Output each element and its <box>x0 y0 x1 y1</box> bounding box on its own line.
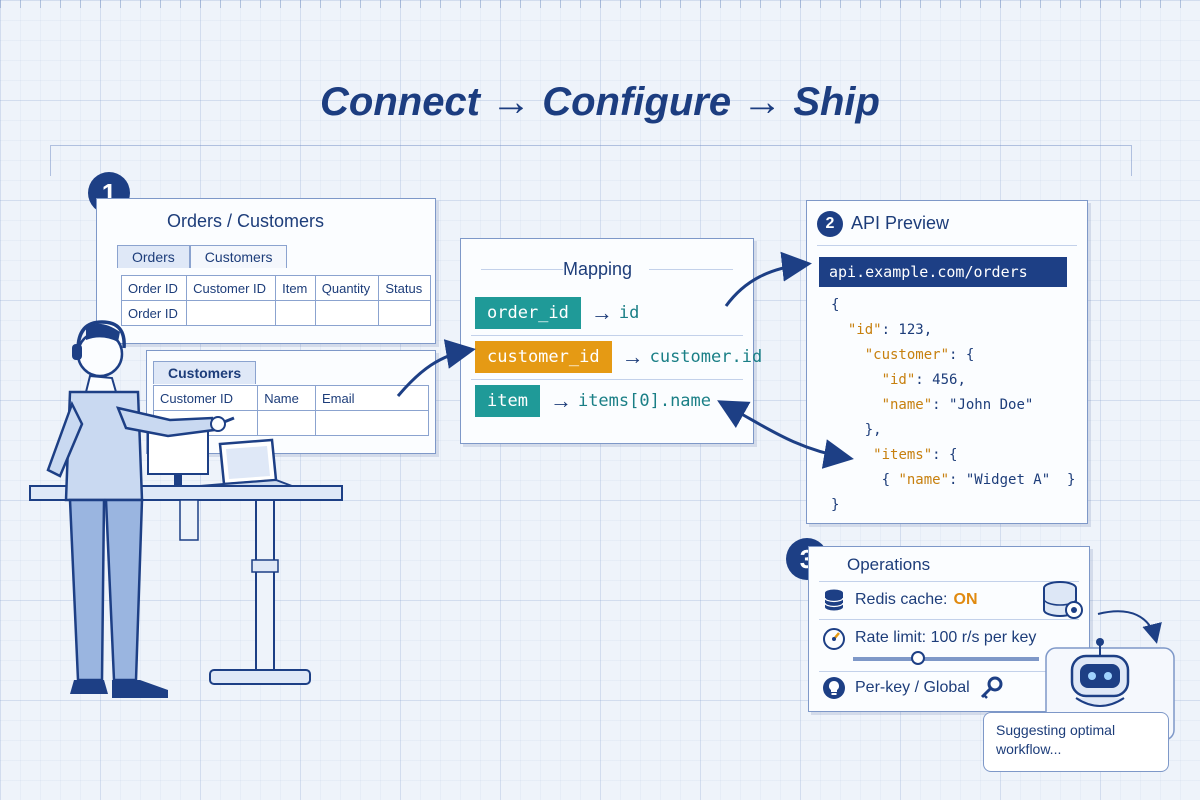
frame-outline <box>50 145 1132 176</box>
orders-table: Order ID Customer ID Item Quantity Statu… <box>120 275 431 326</box>
table-cell <box>275 300 316 326</box>
scope-row[interactable]: Per-key / Global <box>821 675 1012 701</box>
arrow-right-icon: → <box>590 300 613 325</box>
mapping-title: Mapping <box>563 259 633 279</box>
arrow-right-icon: → <box>621 344 644 369</box>
database-icon <box>824 589 844 611</box>
rate-limit-row: Rate limit: 100 r/s per key <box>821 625 1036 651</box>
table-cell <box>315 410 429 436</box>
api-url-bar[interactable]: api.example.com/orders <box>819 257 1067 287</box>
source-field-chip[interactable]: order_id <box>475 297 581 329</box>
mapping-title-rule-left <box>481 269 563 270</box>
monitor-icon <box>147 429 209 486</box>
person-with-headphones-illustration <box>46 320 235 698</box>
source-field-chip[interactable]: customer_id <box>475 341 612 373</box>
operations-divider <box>819 619 1079 620</box>
scope-label: Per-key / Global <box>855 679 970 696</box>
table-cell <box>314 300 380 326</box>
arrow-right-icon: → <box>549 388 572 413</box>
table-cell: Order ID <box>120 300 188 326</box>
top-ruler <box>0 0 1200 20</box>
mapping-row-item[interactable]: item → items[0].name <box>475 385 711 417</box>
page-title: Connect → Configure → Ship <box>320 80 880 124</box>
column-header: Name <box>257 385 316 411</box>
tab-customers-panel[interactable]: Customers <box>153 361 257 384</box>
operations-divider <box>819 671 1079 672</box>
tab-customers[interactable]: Customers <box>189 245 288 268</box>
column-header: Status <box>378 275 431 301</box>
table-cell <box>378 300 431 326</box>
api-preview-title: API Preview <box>851 213 950 233</box>
operations-title: Operations <box>847 555 931 574</box>
target-field: id <box>618 303 640 323</box>
table-cell <box>186 300 277 326</box>
redis-cache-row[interactable]: Redis cache: ON <box>821 587 978 613</box>
json-preview: { "id": 123, "customer": { "id": 456, "n… <box>831 297 1076 513</box>
rate-limit-label: Rate limit: 100 r/s per key <box>855 629 1037 646</box>
mapping-row-order-id[interactable]: order_id → id <box>475 297 639 329</box>
rate-limit-slider[interactable] <box>853 651 1039 665</box>
tab-orders[interactable]: Orders <box>117 245 190 268</box>
assistant-message-bubble: Suggesting optimal workflow... <box>983 712 1169 772</box>
laptop-icon <box>199 438 293 487</box>
column-header: Customer ID <box>152 385 259 411</box>
redis-cache-status[interactable]: ON <box>953 591 978 608</box>
operations-panel: Operations Redis cache: ON Rate limit: 1… <box>808 546 1090 712</box>
api-title-divider <box>817 245 1077 246</box>
orders-customers-panel: Orders / Customers Orders Customers Orde… <box>96 198 436 344</box>
api-preview-panel: 2 API Preview api.example.com/orders { "… <box>806 200 1088 524</box>
target-field: customer.id <box>649 347 763 367</box>
step-2-badge: 2 <box>817 211 843 237</box>
arrow-items-bidirectional <box>717 400 854 469</box>
arrow-to-assistant <box>1097 610 1162 644</box>
customers-table: Customer ID Name Email <box>152 385 429 436</box>
lightbulb-icon <box>823 677 845 699</box>
arrow-customers-to-mapping <box>396 339 476 397</box>
mapping-panel: Mapping order_id → id customer_id → cust… <box>460 238 762 444</box>
customers-panel: Customers Customer ID Name Email <box>146 350 436 454</box>
database-settings-icon <box>1043 581 1083 619</box>
orders-customers-title: Orders / Customers <box>167 211 325 231</box>
mapping-row-customer-id[interactable]: customer_id → customer.id <box>475 341 762 373</box>
slider-handle[interactable] <box>911 651 926 665</box>
assistant-message-line: Suggesting optimal <box>996 722 1116 738</box>
table-row[interactable]: Order ID <box>120 300 431 326</box>
mapping-divider <box>471 335 743 336</box>
source-field-chip[interactable]: item <box>475 385 540 417</box>
column-header: Email <box>315 385 429 411</box>
assistant-message-line: workflow... <box>996 741 1062 757</box>
arrow-mapping-to-api <box>724 251 812 307</box>
mapping-divider <box>471 379 743 380</box>
gauge-icon <box>823 628 845 650</box>
mapping-title-rule-right <box>649 269 733 270</box>
redis-cache-label: Redis cache: <box>855 591 948 608</box>
table-row[interactable] <box>152 410 429 436</box>
key-icon[interactable] <box>978 675 1004 701</box>
target-field: items[0].name <box>577 391 712 411</box>
operations-divider <box>819 581 1079 582</box>
column-header: Customer ID <box>186 275 277 301</box>
